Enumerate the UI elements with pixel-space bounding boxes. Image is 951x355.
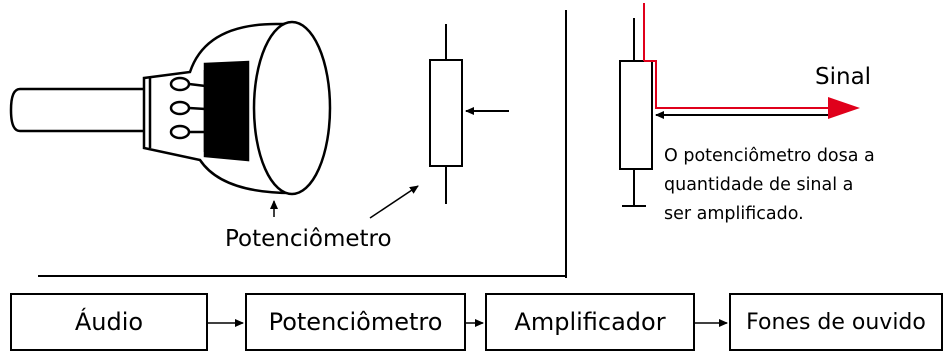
schematic-resistor-left <box>429 59 463 167</box>
flow-box-headphones: Fones de ouvido <box>729 293 943 351</box>
schematic-potentiometer-right <box>619 18 828 207</box>
flow-box-potentiometer-label: Potenciômetro <box>268 308 443 336</box>
flow-box-amplifier: Amplificador <box>485 293 695 351</box>
note-line-2: quantidade de sinal a <box>664 175 854 195</box>
note-line-1: O potenciômetro dosa a <box>664 146 875 166</box>
flow-box-headphones-label: Fones de ouvido <box>746 309 926 335</box>
schematic-resistor-right <box>619 60 653 170</box>
potentiometer-face <box>252 20 332 196</box>
potentiometer-shaft <box>9 87 150 133</box>
signal-arrowhead <box>828 97 860 119</box>
signal-path <box>643 3 836 109</box>
signal-label: Sinal <box>815 64 872 90</box>
potentiometer-band <box>203 60 250 162</box>
flow-box-audio: Áudio <box>10 293 208 351</box>
flow-box-audio-label: Áudio <box>74 308 144 336</box>
terminal-1 <box>169 76 191 92</box>
flow-box-amplifier-label: Amplificador <box>514 308 666 336</box>
flow-box-potentiometer: Potenciômetro <box>245 293 466 351</box>
schematic-potentiometer-left <box>429 24 509 204</box>
pointer-arrow-diagonal <box>369 185 419 219</box>
note-line-3: ser amplificado. <box>664 204 804 224</box>
terminal-2 <box>169 100 191 116</box>
potentiometer-label: Potenciômetro <box>225 226 392 252</box>
potentiometer-illustration <box>9 20 332 196</box>
terminal-3 <box>169 124 191 140</box>
